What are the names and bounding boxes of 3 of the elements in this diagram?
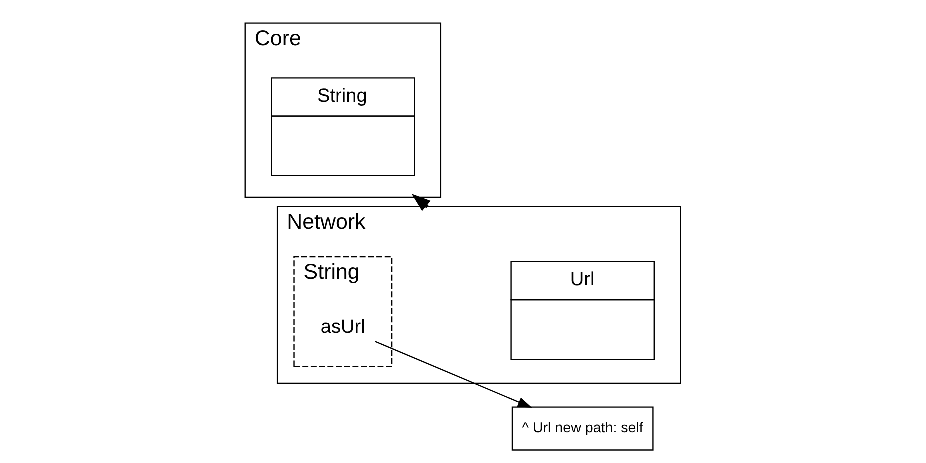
arrow	[375, 340, 532, 408]
node-text: asUrl	[320, 316, 366, 338]
node-box: ^ Url new path: self	[512, 406, 654, 450]
